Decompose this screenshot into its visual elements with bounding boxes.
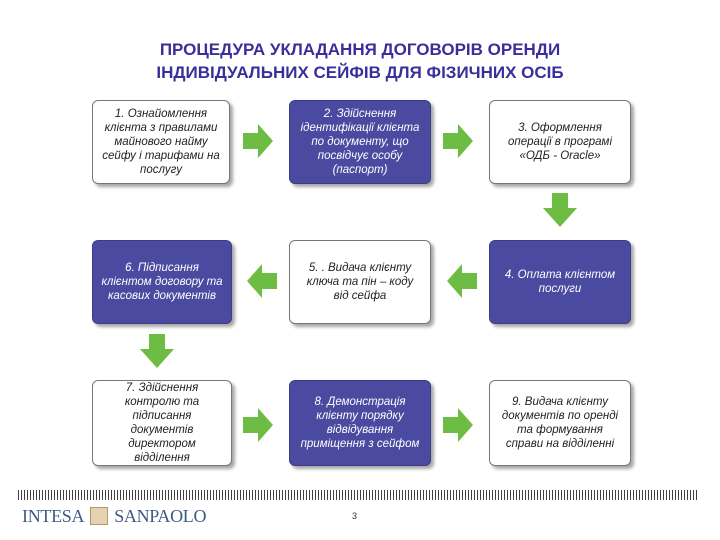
step-4-text: 4. Оплата клієнтом послуги [504, 269, 616, 295]
intesa-sanpaolo-logo: INTESA SANPAOLO [22, 506, 206, 526]
title-line-2: ІНДИВІДУАЛЬНИХ СЕЙФІВ ДЛЯ ФІЗИЧНИХ ОСІБ [156, 63, 564, 82]
arrow-right-icon [443, 408, 473, 442]
step-7-box: 7. Здійснення контролю та підписання док… [92, 380, 232, 466]
title-line-1: ПРОЦЕДУРА УКЛАДАННЯ ДОГОВОРІВ ОРЕНДИ [159, 40, 561, 59]
step-1-text: 1. Ознайомлення клієнта з правилами майн… [102, 108, 220, 176]
step-8-box: 8. Демонстрація клієнту порядку відвідув… [289, 380, 431, 466]
step-4-box: 4. Оплата клієнтом послуги [489, 240, 631, 324]
arrow-right-icon [243, 124, 273, 158]
step-9-text: 9. Видача клієнту документів по оренді т… [501, 396, 619, 450]
step-2-box: 2. Здійснення ідентифікації клієнта по д… [289, 100, 431, 184]
step-1-box: 1. Ознайомлення клієнта з правилами майн… [92, 100, 230, 184]
arrow-left-icon [447, 264, 477, 298]
logo-emblem-icon [90, 507, 109, 525]
step-6-text: 6. Підписання клієнтом договору та касов… [101, 262, 223, 302]
step-3-text: 3. Оформлення операції в програмі «ОДБ -… [507, 122, 612, 162]
arrow-right-icon [243, 408, 273, 442]
step-7-text: 7. Здійснення контролю та підписання док… [124, 382, 200, 464]
arrow-down-icon [543, 193, 577, 227]
footer-divider [18, 490, 698, 500]
logo-left-text: INTESA [22, 505, 85, 526]
step-5-box: 5. . Видача клієнту ключа та пін – коду … [289, 240, 431, 324]
arrow-right-icon [443, 124, 473, 158]
step-2-text: 2. Здійснення ідентифікації клієнта по д… [300, 108, 420, 176]
step-5-text: 5. . Видача клієнту ключа та пін – коду … [306, 262, 414, 302]
page-number: 3 [352, 511, 358, 521]
page-title: ПРОЦЕДУРА УКЛАДАННЯ ДОГОВОРІВ ОРЕНДИ ІНД… [0, 38, 720, 84]
arrow-left-icon [247, 264, 277, 298]
step-3-box: 3. Оформлення операції в програмі «ОДБ -… [489, 100, 631, 184]
step-8-text: 8. Демонстрація клієнту порядку відвідув… [300, 396, 420, 450]
step-6-box: 6. Підписання клієнтом договору та касов… [92, 240, 232, 324]
step-9-box: 9. Видача клієнту документів по оренді т… [489, 380, 631, 466]
arrow-down-icon [140, 334, 174, 368]
logo-right-text: SANPAOLO [114, 505, 207, 526]
